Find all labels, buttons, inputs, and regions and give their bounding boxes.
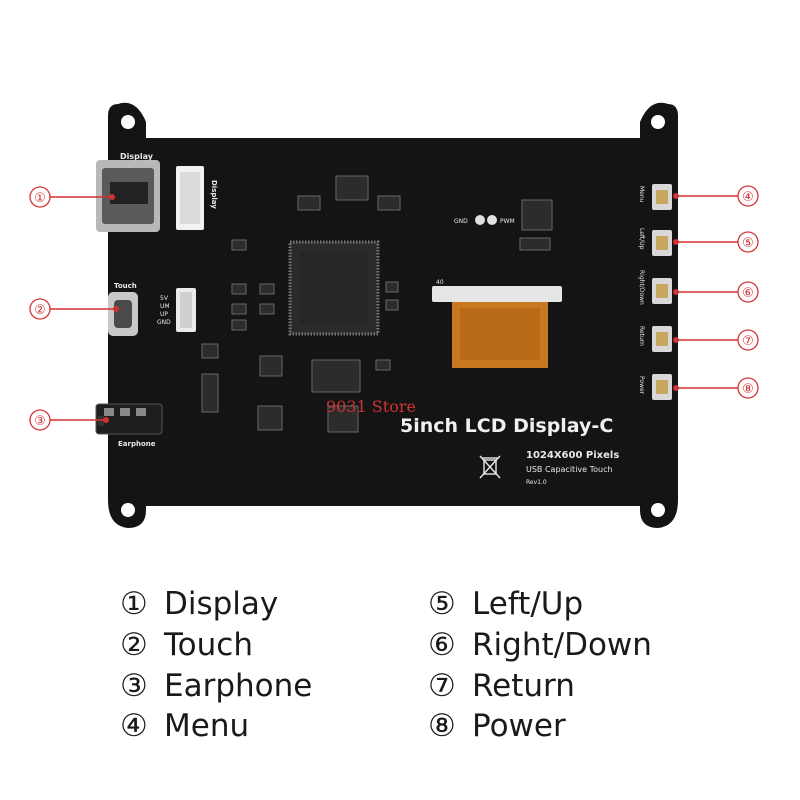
callout-6-number: ⑥ [742, 286, 754, 301]
side-buttons [652, 184, 672, 400]
silk-fpc-pin: 40 [436, 279, 444, 286]
gnd-pad [475, 215, 485, 225]
board-title: 5inch LCD Display-C [400, 415, 613, 437]
legend-item-touch: ② Touch [120, 625, 253, 665]
legend-label: Power [472, 708, 566, 744]
mount-hole-tr [651, 115, 665, 129]
small-components [201, 175, 401, 433]
callout-7: ⑦ [673, 329, 759, 351]
legend-number: ② [120, 627, 148, 663]
silk-pin-gnd: GND [157, 319, 171, 326]
legend-item-return: ⑦ Return [428, 666, 575, 706]
legend-number: ⑤ [428, 586, 456, 622]
silk-pwm-label: PWM [500, 218, 515, 225]
callout-5: ⑤ [673, 231, 759, 253]
callout-1: ① [29, 186, 115, 208]
callout-5-number: ⑤ [742, 236, 754, 251]
mount-hole-bl [121, 503, 135, 517]
legend-number: ④ [120, 708, 148, 744]
legend-item-power: ⑧ Power [428, 706, 566, 746]
silk-display-side-label: Display [210, 180, 218, 209]
callout-3-number: ③ [34, 414, 46, 429]
touch-fpc [432, 286, 562, 368]
legend-item-right-down: ⑥ Right/Down [428, 625, 652, 665]
silk-pin-up: UP [160, 311, 168, 318]
legend-number: ⑦ [428, 668, 456, 704]
silk-right-down: Right/Down [638, 270, 645, 305]
legend-label: Display [164, 586, 279, 622]
legend-number: ① [120, 586, 148, 622]
legend-number: ⑧ [428, 708, 456, 744]
callout-1-number: ① [34, 191, 46, 206]
legend-number: ⑥ [428, 627, 456, 663]
usb-c-connector [108, 292, 138, 336]
callout-4: ④ [673, 185, 759, 207]
silk-menu: Menu [638, 186, 645, 203]
hdmi-connector [96, 160, 160, 232]
callout-4-number: ④ [742, 190, 754, 205]
main-chip [288, 240, 380, 336]
regulator [519, 237, 551, 251]
inductor [521, 199, 553, 231]
callout-3: ③ [29, 409, 109, 431]
power-pin-header [176, 288, 196, 332]
silk-power: Power [638, 376, 645, 395]
store-watermark: 9031 Store [326, 397, 416, 416]
legend-number: ③ [120, 668, 148, 704]
board-touch-type: USB Capacitive Touch [526, 465, 613, 474]
legend-item-earphone: ③ Earphone [120, 666, 312, 706]
silk-return: Return [638, 326, 645, 346]
silk-display-label: Display [120, 152, 154, 161]
display-fpc-connector [176, 166, 204, 230]
legend-label: Left/Up [472, 586, 584, 622]
earphone-jack [95, 403, 163, 435]
callout-2-number: ② [34, 303, 46, 318]
board-resolution: 1024X600 Pixels [526, 450, 619, 461]
silk-pin-um: UM [160, 303, 170, 310]
legend-label: Return [472, 668, 575, 704]
mount-hole-tl [121, 115, 135, 129]
mount-hole-br [651, 503, 665, 517]
callout-7-number: ⑦ [742, 334, 754, 349]
silk-touch-label: Touch [114, 282, 137, 290]
silk-pin-5v: 5V [160, 295, 169, 302]
legend-item-display: ① Display [120, 584, 278, 624]
legend-item-menu: ④ Menu [120, 706, 249, 746]
callout-8: ⑧ [673, 377, 759, 399]
silk-left-up: Left/Up [638, 228, 645, 250]
pwm-pad [487, 215, 497, 225]
silk-earphone-label: Earphone [118, 440, 156, 448]
legend-label: Earphone [164, 668, 313, 704]
legend-label: Touch [164, 627, 253, 663]
legend-label: Right/Down [472, 627, 652, 663]
legend-item-left-up: ⑤ Left/Up [428, 584, 583, 624]
silk-gnd-label: GND [454, 218, 468, 225]
port-legend: ① Display ② Touch ③ Earphone ④ Menu ⑤ Left/Up… [0, 580, 800, 790]
callout-6: ⑥ [673, 281, 759, 303]
legend-label: Menu [164, 708, 250, 744]
board-revision: Rev1.0 [526, 479, 547, 486]
callout-8-number: ⑧ [742, 382, 754, 397]
weee-bin-icon [479, 455, 501, 479]
callout-2: ② [29, 298, 119, 320]
